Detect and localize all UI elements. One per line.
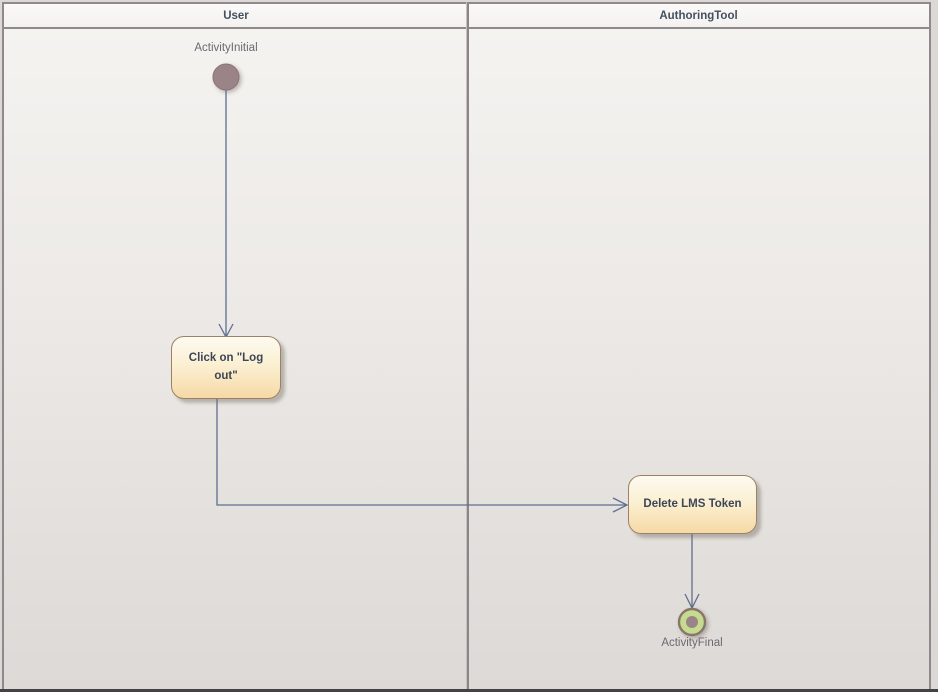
lane-header-user[interactable]: User (4, 4, 468, 27)
action-click-logout-label: Click on "Log out" (188, 352, 264, 382)
lane-title-user: User (223, 9, 249, 22)
flow-initial-to-click-logout[interactable] (218, 90, 234, 339)
lane-header-authoringtool[interactable]: AuthoringTool (468, 4, 929, 27)
action-click-logout[interactable]: Click on "Log out" (171, 336, 281, 399)
flow-delete-token-to-final[interactable] (684, 534, 700, 610)
action-delete-lms-token[interactable]: Delete LMS Token (628, 475, 757, 534)
activity-initial-label: ActivityInitial (194, 42, 258, 54)
activity-final-label: ActivityFinal (661, 637, 723, 649)
lane-divider (466, 2, 469, 689)
activity-initial-node[interactable] (212, 63, 240, 91)
diagram-bottom-edge (0, 689, 938, 692)
activity-final-node[interactable] (677, 607, 707, 637)
lane-title-authoringtool: AuthoringTool (659, 9, 738, 22)
flow-click-logout-to-delete-token[interactable] (216, 399, 629, 513)
action-delete-lms-token-label: Delete LMS Token (643, 497, 742, 510)
